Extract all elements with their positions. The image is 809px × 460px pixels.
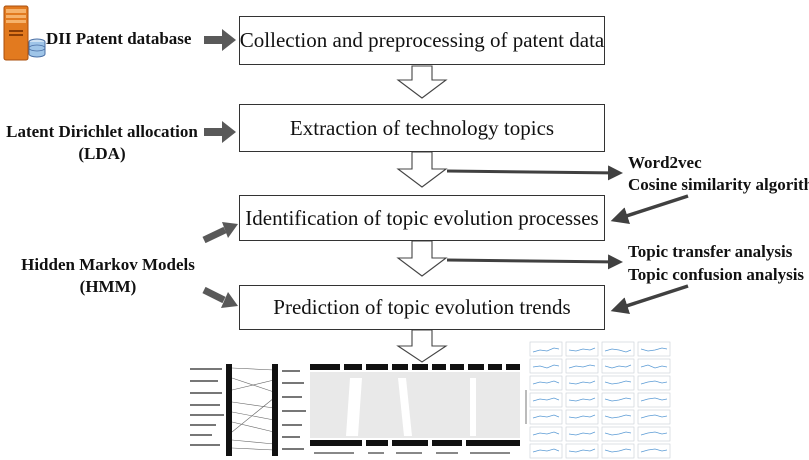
step-extraction-box: Extraction of technology topics: [239, 104, 605, 152]
cosine-similarity-label: Cosine similarity algorithm: [628, 175, 809, 194]
source-label: DII Patent database: [46, 29, 192, 48]
to-word2vec-arrow: [446, 165, 623, 181]
step-identification-box: Identification of topic evolution proces…: [239, 195, 605, 241]
lda-to-extraction-arrow: [204, 121, 236, 143]
confusion-to-prediction-arrow: [610, 284, 689, 315]
hmm-label-line1: Hidden Markov Models: [21, 255, 195, 274]
hmm-label: Hidden Markov Models (HMM): [12, 254, 204, 298]
word2vec-label: Word2vec: [628, 153, 702, 172]
down-arrow-3: [396, 240, 448, 277]
hmm-to-prediction-arrow: [202, 286, 238, 308]
db-to-collection-arrow: [204, 29, 236, 51]
hmm-to-identification-arrow: [202, 222, 238, 244]
topic-transfer-label: Topic transfer analysis: [628, 242, 793, 261]
cosine-to-identification-arrow: [610, 194, 689, 225]
step-prediction-box: Prediction of topic evolution trends: [239, 285, 605, 330]
down-arrow-1: [396, 65, 448, 99]
lda-label-line2: (LDA): [78, 144, 126, 163]
down-arrow-2: [396, 151, 448, 188]
topic-confusion-label: Topic confusion analysis: [628, 265, 805, 284]
hmm-label-line2: (HMM): [79, 277, 137, 296]
lda-label: Latent Dirichlet allocation (LDA): [0, 121, 204, 165]
down-arrow-4: [396, 329, 448, 363]
to-topic-transfer-arrow: [446, 254, 623, 270]
lda-label-line1: Latent Dirichlet allocation: [6, 122, 198, 141]
step-collection-box: Collection and preprocessing of patent d…: [239, 16, 605, 65]
